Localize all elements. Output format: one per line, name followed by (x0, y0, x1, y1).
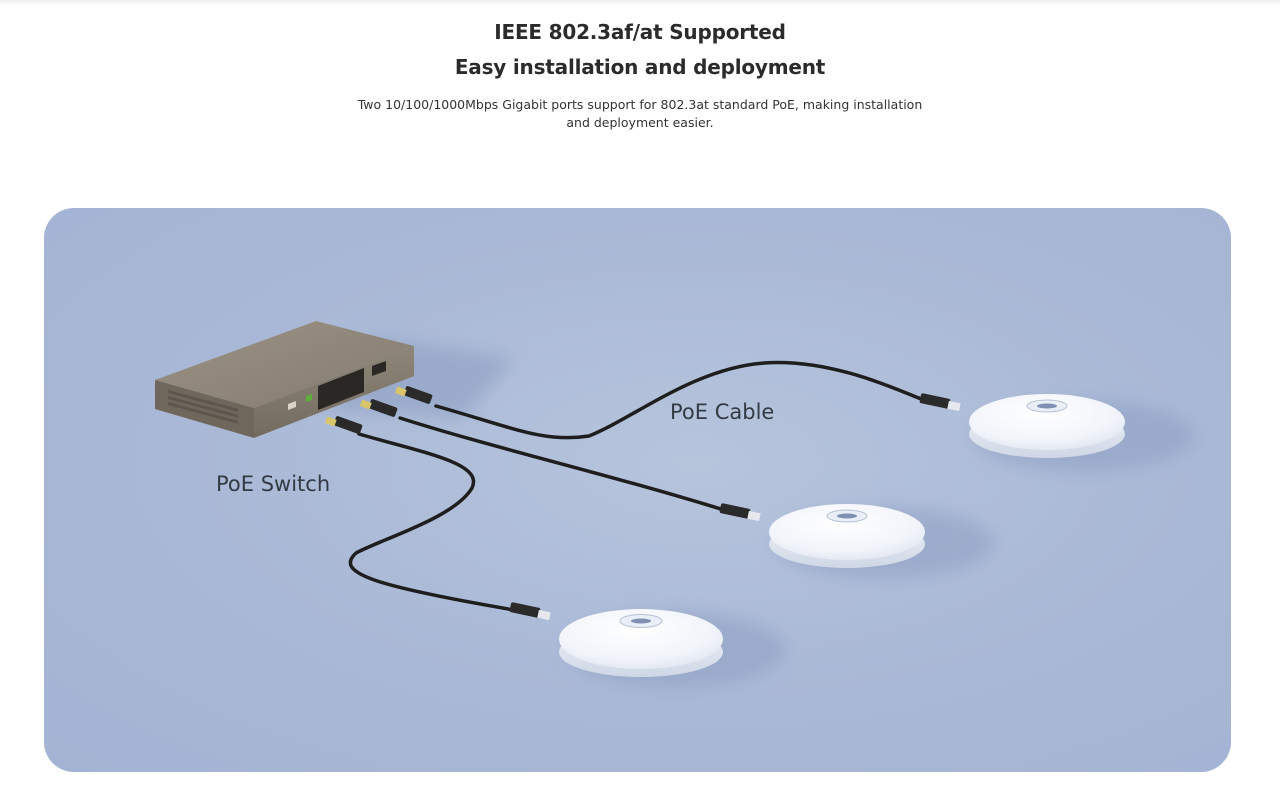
poe-cable (434, 360, 926, 440)
feature-description: Two 10/100/1000Mbps Gigabit ports suppor… (357, 97, 923, 130)
poe-deployment-illustration: PoE Cable PoE Switch (44, 208, 1231, 772)
page-subtitle: Easy installation and deployment (454, 55, 826, 79)
page-title: IEEE 802.3af/at Supported (494, 20, 786, 44)
poe-cable (398, 416, 726, 512)
poe-illustration-svg (155, 321, 1194, 688)
connector-tip (324, 386, 407, 427)
access-point-icon (769, 504, 925, 568)
poe-cable (348, 432, 516, 612)
access-point-icon (559, 609, 723, 677)
poe-switch-label: PoE Switch (216, 472, 331, 496)
ethernet-connector-icon (509, 393, 961, 621)
poe-cable-label: PoE Cable (670, 400, 775, 424)
ethernet-connector-icon (333, 386, 433, 434)
top-shadow (0, 0, 1280, 6)
access-point-icon (969, 394, 1125, 458)
poe-switch-icon (155, 321, 414, 438)
